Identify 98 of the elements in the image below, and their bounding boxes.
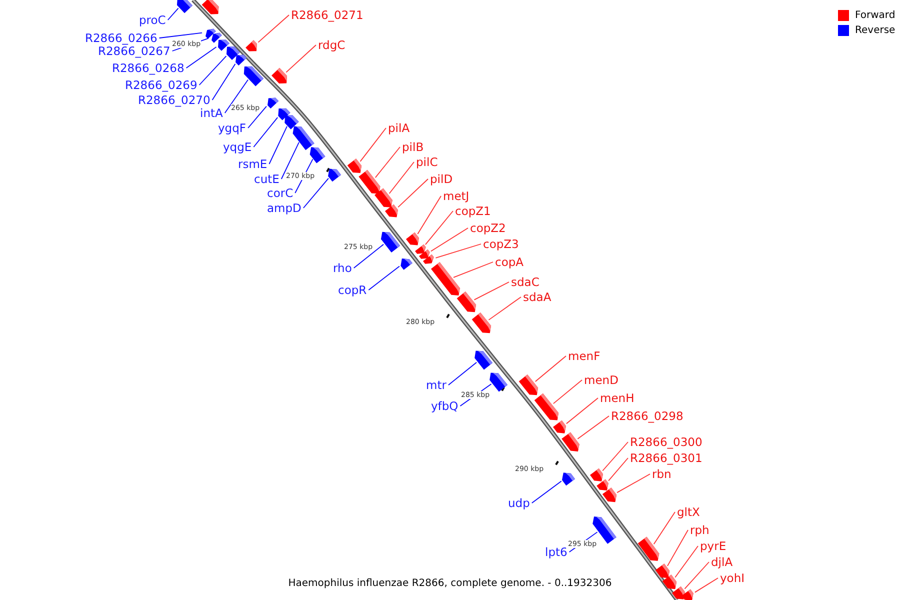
gene-block (374, 188, 396, 210)
leader-line (616, 474, 650, 493)
gene-label: yqgE (223, 140, 252, 154)
gene-label: yohI (720, 571, 745, 585)
leader-line (212, 63, 236, 100)
gene-label: lpt6 (545, 545, 568, 559)
gene-label: metJ (443, 189, 470, 203)
leader-line (488, 296, 522, 320)
gene-label: copZ3 (483, 237, 519, 251)
gene-label: pilC (416, 155, 438, 169)
leader-line (453, 262, 494, 278)
leader-line (388, 162, 414, 194)
leader-line (374, 146, 400, 178)
gene-label: pilA (388, 121, 410, 135)
gene-label: rdgC (318, 38, 346, 52)
leader-line (531, 480, 562, 504)
leader-line (425, 210, 454, 246)
leader-line (186, 46, 217, 68)
gene-label: menH (600, 391, 634, 405)
leader-line (353, 244, 384, 268)
gene-label: pilB (402, 140, 424, 154)
gene-label: intA (200, 106, 223, 120)
leader-line (286, 44, 316, 73)
leader-line (417, 196, 442, 234)
gene-label: mtr (426, 378, 446, 392)
gene-label: copR (338, 283, 367, 297)
gene-block (422, 254, 436, 266)
gene-label: rho (333, 261, 352, 275)
caption: Haemophilus influenzae R2866, complete genome. - 0..1932306 (288, 578, 612, 589)
gene-block (431, 262, 463, 298)
gene-label: yfbQ (431, 399, 458, 413)
gene-block (562, 432, 582, 454)
gene-label: proC (139, 13, 166, 27)
leader-line (360, 128, 386, 162)
leader-line (577, 416, 610, 440)
leader-line (158, 32, 202, 38)
gene-label: djlA (711, 555, 733, 569)
leader-line (667, 530, 688, 566)
gene-label: R2866_0271 (291, 8, 364, 22)
leader-line (694, 578, 718, 593)
leader-line (435, 244, 482, 258)
leader-line (448, 362, 477, 386)
gene-label: rsmE (238, 157, 268, 171)
leader-line (224, 79, 248, 114)
leader-line (653, 512, 676, 545)
leader-line (566, 398, 598, 424)
gene-label: udp (508, 496, 530, 510)
gene-label: copA (495, 255, 524, 269)
gene-label: R2866_0269 (125, 78, 198, 92)
gene-label: pilD (430, 172, 453, 186)
leader-line (280, 142, 300, 180)
gene-block (682, 588, 696, 600)
leader-line (398, 178, 428, 208)
gene-label: gltX (677, 505, 700, 519)
gene-label: cutE (254, 172, 280, 186)
gene-label: R2866_0266 (85, 31, 158, 45)
gene-label: R2866_0270 (138, 93, 210, 107)
legend-label: Reverse (855, 25, 896, 37)
gene-label: menF (568, 349, 600, 363)
leader-line (602, 442, 628, 472)
gene-label: R2866_0301 (630, 451, 702, 465)
gene-label: sdaA (523, 290, 552, 304)
leader-line (258, 14, 290, 43)
gene-label: copZ2 (470, 221, 506, 235)
leader-line (674, 546, 698, 578)
gene-label: menD (584, 373, 618, 387)
gene-label: R2866_0298 (611, 409, 684, 423)
leader-line (248, 106, 267, 128)
legend-label: Forward (855, 10, 896, 22)
leader-line (474, 282, 510, 300)
leader-line (167, 8, 179, 20)
leader-line (302, 178, 329, 208)
gene-label: R2866_0268 (112, 61, 184, 75)
gene-label: pyrE (700, 539, 726, 553)
gene-label: rph (690, 523, 710, 537)
gene-label: ampD (267, 201, 302, 215)
gene-block (672, 586, 688, 600)
gene-label: R2866_0267 (98, 44, 170, 58)
leader-line (552, 380, 582, 404)
gene-label: rbn (652, 467, 672, 481)
gene-label: corC (267, 186, 294, 200)
gene-label: R2866_0300 (630, 435, 702, 449)
leader-line (684, 562, 710, 590)
leader-line (430, 228, 468, 252)
gene-block (553, 420, 569, 436)
gene-label: copZ1 (455, 204, 491, 218)
gene-label: ygqF (218, 121, 246, 135)
leader-line (253, 117, 278, 148)
leader-line (268, 126, 288, 164)
leader-line (534, 356, 566, 382)
gene-block (418, 248, 432, 262)
gene-block (414, 244, 428, 256)
leader-line (368, 266, 400, 290)
gene-label: sdaC (511, 275, 540, 289)
leader-line (608, 458, 628, 482)
gene-block (596, 478, 612, 494)
gene-block (590, 468, 606, 484)
leader-line (198, 56, 227, 86)
